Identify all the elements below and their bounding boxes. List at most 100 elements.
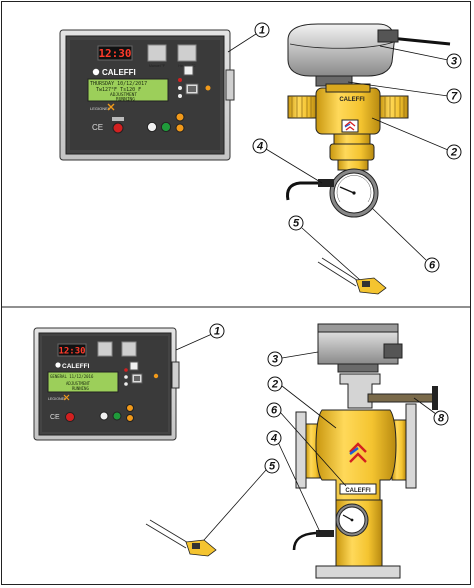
flow-arrows-icon: [349, 442, 367, 463]
callout-leader: [379, 45, 449, 61]
probe-sensor: [318, 179, 334, 187]
sensor-well-bottom: [145, 519, 217, 557]
usb-icon: [183, 65, 194, 76]
legionella-icon: [63, 394, 70, 401]
valve-brand: CALEFFI: [339, 97, 365, 103]
thermometer-needle: [342, 514, 353, 521]
callout-3-bottom: 3: [267, 351, 283, 367]
legionella-icon: [107, 103, 115, 111]
white-button[interactable]: [99, 411, 109, 421]
svg-text:6: 6: [429, 260, 436, 272]
window-label-left: Manuel °F: [149, 64, 165, 68]
window-left: [97, 341, 113, 357]
callout-leader: [371, 207, 427, 261]
callout-leader: [279, 411, 347, 487]
clock-text: 12:30: [58, 347, 85, 357]
orange-button-top[interactable]: [126, 404, 134, 412]
callout-8-bottom: 8: [433, 410, 449, 426]
thermometer-needle: [339, 186, 355, 194]
callout-5-bottom: 5: [264, 458, 280, 474]
actuator-body: [287, 23, 395, 77]
callout-leader: [175, 333, 213, 351]
svg-text:4: 4: [256, 141, 263, 153]
indicator-led: [178, 94, 182, 98]
lcd-line3: RUNNING: [72, 386, 89, 391]
white-button[interactable]: [146, 121, 158, 133]
callout-6-top: 6: [424, 257, 440, 273]
indicator-led: [178, 86, 182, 90]
brand-logo-icon: [55, 362, 61, 368]
brand-text: CALEFFI: [102, 68, 136, 77]
latch: [225, 69, 235, 101]
callout-2-top: 2: [446, 144, 462, 160]
orange-button-top[interactable]: [175, 112, 185, 122]
orange-button-bottom[interactable]: [126, 414, 134, 422]
green-button[interactable]: [160, 121, 172, 133]
brand-logo-icon: [92, 68, 100, 76]
svg-text:3: 3: [451, 56, 457, 68]
flange-right: [405, 403, 417, 489]
usb-icon: [129, 361, 139, 371]
callout-1-top: 1: [254, 22, 270, 38]
orange-button-bottom[interactable]: [175, 123, 185, 133]
cable-gland: [383, 343, 403, 359]
callout-3-top: 3: [446, 53, 462, 69]
svg-text:5: 5: [293, 218, 300, 230]
probe-cable: [292, 531, 317, 551]
status-led: [153, 373, 159, 379]
lcd-line1: GENERAL 11/12/2016: [50, 374, 94, 379]
brand-text: CALEFFI: [62, 363, 90, 370]
lcd-line2: Tw127°F Ts120 F: [96, 87, 141, 93]
callout-5-top: 5: [288, 215, 304, 231]
indicator-led: [178, 78, 182, 82]
callout-leader: [203, 469, 267, 541]
callout-leader: [265, 148, 323, 184]
svg-text:4: 4: [270, 433, 277, 445]
valve-brand: CALEFFI: [345, 488, 371, 494]
svg-text:2: 2: [450, 147, 457, 159]
window-right: [177, 44, 197, 62]
lcd-line2: ADJUSTMENT: [66, 381, 91, 386]
manual-lever: [367, 393, 435, 403]
status-led: [205, 85, 211, 91]
ce-mark: CE: [50, 414, 60, 421]
lower-union: [329, 143, 375, 161]
flange-left: [295, 411, 307, 489]
menu-button[interactable]: [112, 122, 124, 134]
controller-top: 12:30 Manuel °F Heaters °C CALEFFI THURS…: [59, 29, 235, 161]
latch: [171, 361, 180, 389]
svg-text:1: 1: [259, 25, 265, 37]
window-left: [147, 44, 167, 62]
callout-leader: [301, 227, 361, 281]
indicator-led: [124, 382, 128, 386]
actuator-bracket: [339, 373, 381, 409]
window-right: [121, 341, 137, 357]
ce-mark: CE: [92, 123, 103, 132]
callout-4-bottom: 4: [266, 430, 282, 446]
svg-text:5: 5: [269, 461, 276, 473]
svg-text:1: 1: [214, 326, 220, 338]
green-button[interactable]: [112, 411, 122, 421]
callout-4-top: 4: [252, 138, 268, 154]
callout-leader: [347, 81, 449, 97]
clock-display: [57, 343, 87, 357]
actuator-cable: [389, 36, 451, 46]
callout-7-top: 7: [446, 88, 462, 104]
callout-2-bottom: 2: [267, 376, 283, 392]
callout-leader: [277, 441, 321, 533]
callout-leader: [281, 385, 337, 429]
lcd-line1: THURSDAY 10/12/2017: [90, 81, 147, 87]
clock-text: 12:30: [98, 47, 131, 60]
callout-leader: [281, 351, 319, 359]
valve-top: CALEFFI: [286, 23, 451, 218]
svg-text:8: 8: [438, 413, 445, 425]
menu-button[interactable]: [65, 412, 75, 422]
probe-cable: [286, 181, 330, 201]
lcd-line3: ADJUSTMENT: [110, 92, 137, 98]
cable-gland: [377, 29, 399, 43]
lcd-screen: [87, 78, 169, 102]
flow-label: [341, 119, 359, 133]
button-label-strip: [112, 117, 124, 121]
